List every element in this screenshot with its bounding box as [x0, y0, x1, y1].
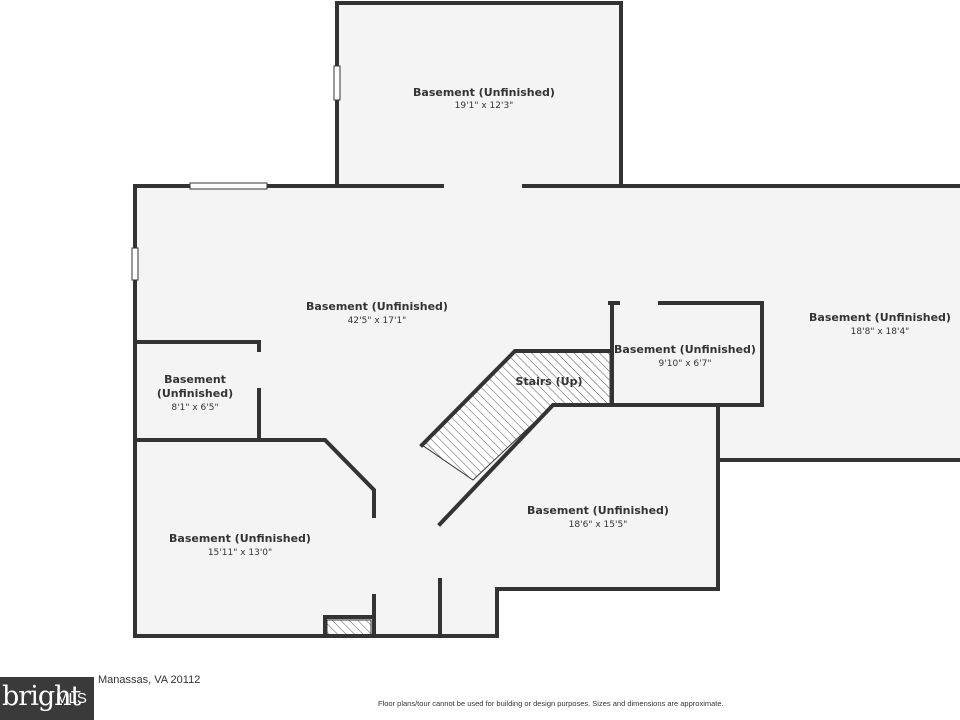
room-label: Basement: [164, 373, 226, 386]
bright-mls-logo: bright MLS: [0, 677, 94, 720]
window-left-wall: [131, 247, 139, 281]
window-top-wall: [189, 182, 268, 190]
room-label: (Unfinished): [157, 387, 233, 400]
room-dims: 9'10" x 6'7": [659, 359, 712, 369]
stairs-label: Stairs (Up): [515, 375, 582, 388]
room-label: Basement (Unfinished): [169, 532, 311, 545]
disclaimer-text: Floor plans/tour cannot be used for buil…: [378, 699, 724, 708]
room-dims: 42'5" x 17'1": [348, 316, 407, 326]
room-dims: 18'6" x 15'5": [569, 520, 628, 530]
room-dims: 8'1" x 6'5": [171, 403, 218, 413]
property-address: Manassas, VA 20112: [98, 674, 201, 686]
room-label: Basement (Unfinished): [614, 343, 756, 356]
room-label: Basement (Unfinished): [809, 311, 951, 324]
windows: [131, 65, 341, 281]
walls: [133, 1, 960, 638]
room-label: Basement (Unfinished): [306, 300, 448, 313]
room-label: Basement (Unfinished): [527, 504, 669, 517]
room-dims: 15'11" x 13'0": [208, 548, 272, 558]
logo-mls-text: MLS: [56, 690, 87, 707]
logo-text: bright: [2, 681, 81, 712]
room-labels: Basement (Unfinished) 19'1" x 12'3" Base…: [157, 86, 951, 558]
room-dims: 18'8" x 18'4": [851, 327, 910, 337]
window-top-room: [333, 65, 341, 101]
room-dims: 19'1" x 12'3": [455, 101, 514, 111]
closet-hatch: [326, 619, 372, 636]
room-label: Basement (Unfinished): [413, 86, 555, 99]
